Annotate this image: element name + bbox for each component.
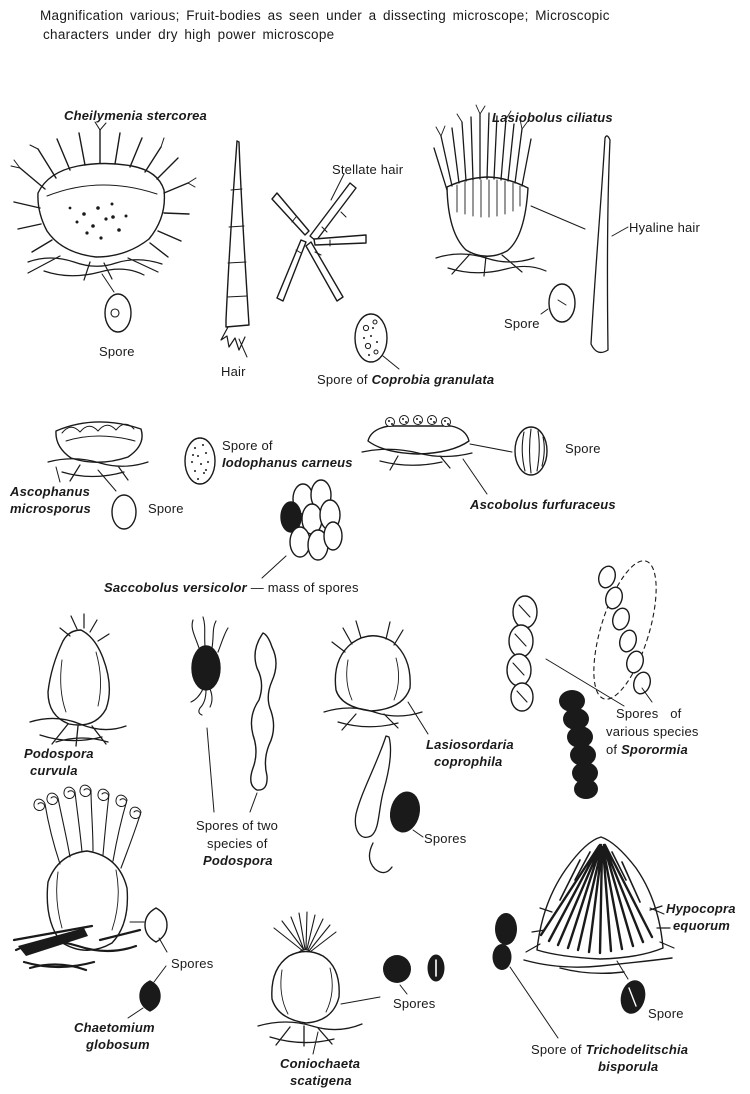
coprobia-spore-drawing — [354, 313, 400, 370]
chaetomium-drawing — [12, 784, 168, 1019]
hypocopra-drawing — [523, 836, 675, 1014]
label-podospora-spores-line3: Podospora — [203, 853, 273, 868]
label-sporormia-line2: various species — [606, 724, 699, 739]
podospora-spores-drawing — [190, 616, 277, 813]
label-coniochaeta-line2: scatigena — [290, 1073, 352, 1088]
label-lasiobolus-spore: Spore — [504, 316, 540, 331]
label-lasiobolus-ciliatus: Lasiobolus ciliatus — [492, 110, 613, 125]
label-saccobolus: Saccobolus versicolor — mass of spores — [104, 580, 359, 596]
label-trichodelitschia-line1: Spore of Trichodelitschia — [531, 1042, 688, 1058]
stellate-hair-drawing — [271, 173, 367, 302]
ascophanus-drawing — [47, 421, 149, 530]
label-iodophanus-prefix: Spore of — [222, 438, 273, 453]
label-ascophanus-line1: Ascophanus — [10, 484, 91, 499]
label-saccobolus-name: Saccobolus versicolor — [104, 580, 247, 595]
label-ascophanus-spore: Spore — [148, 501, 184, 516]
label-chaetomium-spores: Spores — [171, 956, 214, 971]
caption-line-1: Magnification various; Fruit-bodies as s… — [40, 8, 610, 23]
label-lasiosordaria-spores: Spores — [424, 831, 467, 846]
label-trichodelitschia-name: Trichodelitschia — [585, 1042, 689, 1057]
caption-line-2: characters under dry high power microsco… — [43, 27, 335, 42]
label-ascophanus-line2: microsporus — [10, 501, 91, 516]
lasiobolus-drawing — [433, 104, 629, 354]
label-sporormia-line3: of Sporormia — [606, 742, 688, 758]
label-lasiosordaria-line1: Lasiosordaria — [426, 737, 514, 752]
label-coprobia-spore: Spore of Coprobia granulata — [317, 372, 494, 388]
label-coprobia-name: Coprobia granulata — [371, 372, 495, 387]
label-cheilymenia-stercorea: Cheilymenia stercorea — [64, 108, 207, 123]
label-podospora-curvula-line1: Podospora — [24, 746, 94, 761]
label-coprobia-prefix: Spore of — [317, 372, 372, 387]
label-iodophanus-name: Iodophanus carneus — [222, 455, 353, 470]
label-hyaline-hair: Hyaline hair — [629, 220, 701, 235]
label-hypocopra-line2: equorum — [673, 918, 731, 933]
label-trichodelitschia-line2: bisporula — [598, 1059, 659, 1074]
label-hair: Hair — [221, 364, 246, 379]
label-ascobolus-furfuraceus: Ascobolus furfuraceus — [470, 497, 616, 512]
septate-hair-drawing — [220, 140, 250, 358]
label-sporormia-name: Sporormia — [621, 742, 688, 757]
label-saccobolus-suffix: — mass of spores — [250, 580, 359, 595]
saccobolus-spores-drawing — [261, 479, 343, 579]
label-coniochaeta-line1: Coniochaeta — [280, 1056, 361, 1071]
label-chaetomium-line2: globosum — [86, 1037, 150, 1052]
label-trichodelitschia-prefix: Spore of — [531, 1042, 586, 1057]
lasiosordaria-drawing — [323, 620, 429, 874]
label-chaetomium-line1: Chaetomium — [74, 1020, 155, 1035]
label-cheilymenia-spore: Spore — [99, 344, 135, 359]
iodophanus-spore-drawing — [184, 437, 216, 485]
label-sporormia-line1: Spores of — [616, 706, 682, 721]
label-hypocopra-spore: Spore — [648, 1006, 684, 1021]
trichodelitschia-spore-drawing — [492, 913, 559, 1039]
label-podospora-spores-line2: species of — [207, 836, 268, 851]
podospora-curvula-drawing — [29, 613, 127, 747]
coniochaeta-drawing — [257, 911, 445, 1055]
sporormia-drawing — [506, 560, 657, 799]
label-podospora-curvula-line2: curvula — [30, 763, 78, 778]
label-coniochaeta-spores: Spores — [393, 996, 436, 1011]
ascobolus-drawing — [361, 415, 548, 495]
label-hypocopra-line1: Hypocopra — [666, 901, 736, 916]
label-podospora-spores-line1: Spores of two — [196, 818, 279, 833]
label-lasiosordaria-line2: coprophila — [434, 754, 503, 769]
cheilymenia-drawing — [10, 121, 197, 333]
label-stellate-hair: Stellate hair — [332, 162, 404, 177]
label-sporormia-line3-prefix: of — [606, 742, 622, 757]
label-ascobolus-spore: Spore — [565, 441, 601, 456]
